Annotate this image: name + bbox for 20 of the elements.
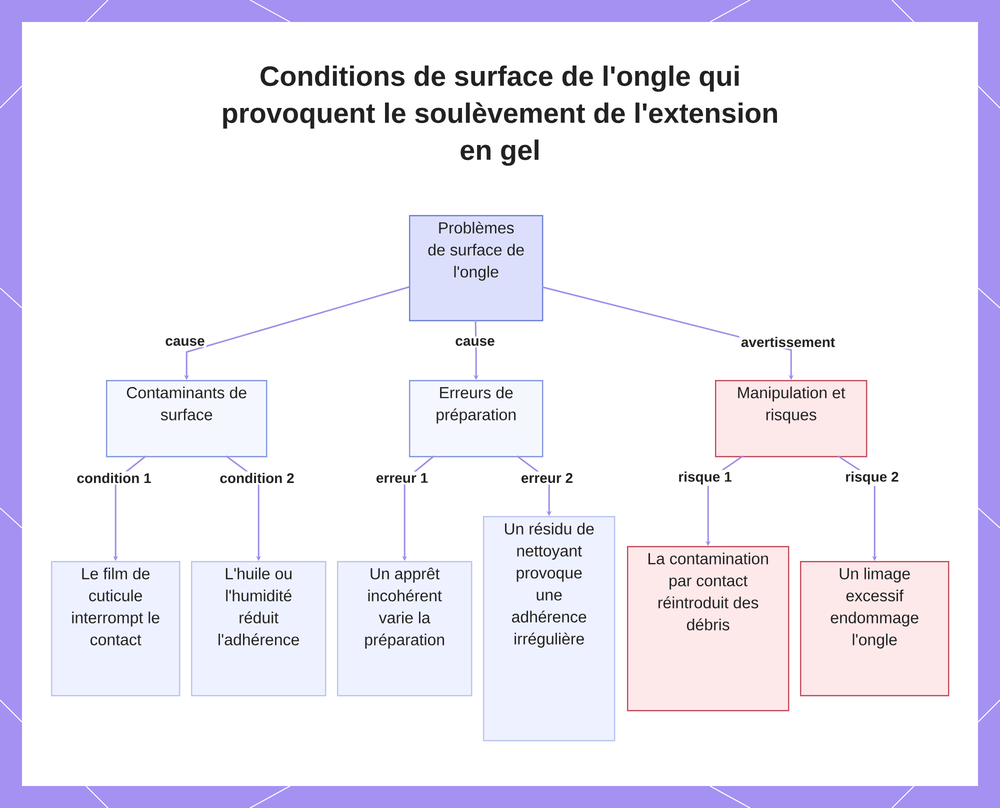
edge-label: cause [454, 336, 496, 348]
condition-box: Un apprêt incohérent varie la préparation [337, 561, 472, 696]
edge-label: erreur 1 [374, 472, 430, 484]
edge-label: cause [164, 336, 206, 348]
edge-label: avertissement [739, 335, 837, 349]
category-box: Erreurs de préparation [409, 380, 544, 458]
edge-label: condition 2 [218, 471, 296, 485]
condition-box: Un résidu de nettoyant provoque une adhérence irrégulière [483, 516, 616, 742]
edge-label: risque 2 [844, 470, 900, 486]
condition-box: L'huile ou l'humidité réduit l'adhérence [191, 561, 326, 696]
risk-box: Un limage excessif endommage l'ongle [800, 561, 950, 696]
warning-box: Manipulation et risques [715, 380, 868, 458]
condition-box: Le film de cuticule interrompt le contact [51, 561, 180, 696]
edge-label: erreur 2 [519, 472, 575, 484]
edge-label: risque 1 [676, 470, 734, 486]
root-box: Problèmes de surface de l'ongle [409, 215, 544, 322]
risk-box: La contamination par contact réintroduit des débris [627, 546, 790, 712]
edge-label: condition 1 [75, 471, 153, 485]
title: Conditions de surface de l'ongle qui provoquent le soulèvement de l'extension en gel [223, 66, 777, 166]
category-box: Contaminants de surface [106, 380, 268, 458]
